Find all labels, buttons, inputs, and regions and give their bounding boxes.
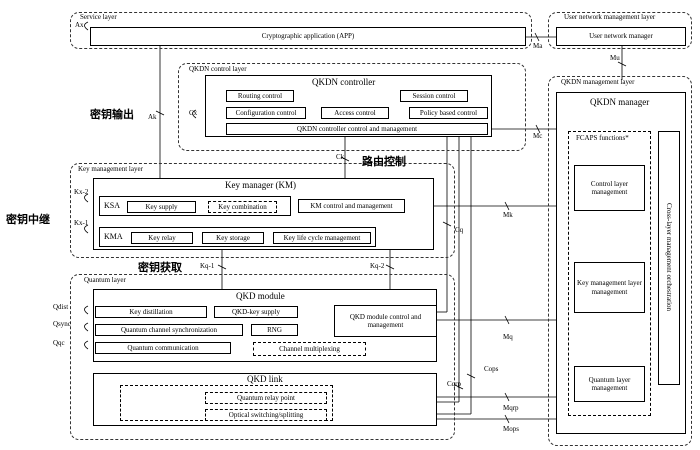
ref-mqrp: Mqrp	[503, 404, 519, 412]
cryptographic-app-box: Cryptographic application (APP)	[90, 27, 526, 46]
qkdn-control-layer	[178, 63, 526, 151]
km-control-mgmt-box: KM control and management	[298, 199, 405, 213]
access-control-box: Access control	[321, 107, 389, 119]
ref-kq2: Kq-2	[370, 262, 385, 270]
key-combination-box: Key combination	[208, 201, 277, 213]
ref-qdist: Qdist	[53, 303, 69, 311]
optical-switching-box: Optical switching/splitting	[205, 409, 327, 421]
key-lifecycle-box: Key life cycle management	[273, 232, 371, 244]
ref-qsync: Qsync	[53, 320, 71, 328]
ref-mops: Mops	[503, 425, 519, 433]
qkdn-management-layer-label: QKDN management layer	[561, 78, 635, 86]
ref-mq: Mq	[503, 333, 513, 341]
ref-mu: Mu	[610, 54, 620, 62]
ref-ak: Ak	[148, 113, 157, 121]
annotation-key-output: 密钥输出	[90, 108, 134, 121]
ref-cx: Cx	[189, 109, 198, 117]
user-network-layer	[548, 12, 692, 49]
quantum-relay-point-box: Quantum relay point	[205, 392, 327, 404]
key-supply-box: Key supply	[127, 201, 196, 213]
controller-mgmt-box: QKDN controller control and management	[226, 123, 488, 135]
ref-cops: Cops	[484, 365, 499, 373]
qkdn-manager-title: QKDN manager	[590, 97, 650, 107]
ksa-label: KSA	[104, 201, 121, 210]
key-management-layer-label: Key management layer	[78, 165, 143, 173]
ref-ax: Ax	[75, 21, 84, 29]
ref-kq1: Kq-1	[200, 262, 215, 270]
key-layer-mgmt-box: Key management layer management	[574, 262, 645, 313]
annotation-key-relay: 密钥中继	[6, 213, 50, 226]
annotation-key-acquire: 密钥获取	[138, 261, 182, 274]
user-network-manager-box: User network manager	[556, 27, 686, 46]
ref-ma: Ma	[533, 42, 543, 50]
ref-mc: Mc	[533, 132, 543, 140]
service-layer	[70, 12, 532, 49]
qkd-link-title: QKD link	[247, 374, 283, 384]
quantum-layer-label: Quantum layer	[84, 276, 126, 284]
qkdn-management-layer	[548, 76, 692, 446]
kma-label: KMA	[104, 232, 123, 241]
ref-cq: Cq	[455, 226, 464, 234]
rng-box: RNG	[251, 324, 298, 336]
control-layer-mgmt-box: Control layer management	[574, 165, 645, 211]
orchestration-box	[658, 131, 680, 385]
quantum-layer-mgmt-box: Quantum layer management	[574, 366, 645, 402]
key-relay-box: Key relay	[131, 232, 193, 244]
ref-cqrp: Cqrp	[447, 380, 461, 388]
user-network-layer-label: User network management layer	[564, 13, 656, 21]
key-management-layer	[70, 163, 455, 258]
annotation-routing-control: 路由控制	[362, 155, 406, 168]
orchestration-label: Cross-layer management orchestration	[665, 202, 673, 312]
quantum-layer	[70, 274, 455, 440]
ref-ck: Ck	[336, 153, 345, 161]
quantum-communication-box: Quantum communication	[95, 342, 231, 354]
qkdn-controller-title: QKDN controller	[312, 77, 376, 87]
ref-qqc: Qqc	[53, 339, 65, 347]
qkd-key-supply-box: QKD-key supply	[214, 306, 298, 318]
ref-kx1: Kx-1	[74, 219, 89, 227]
session-control-box: Session control	[400, 90, 468, 102]
key-storage-box: Key storage	[202, 232, 264, 244]
routing-control-box: Routing control	[226, 90, 294, 102]
configuration-control-box: Configuration control	[226, 107, 306, 119]
fcaps-label: FCAPS functions*	[576, 134, 629, 142]
ref-kx2: Kx-2	[74, 188, 89, 196]
qkd-module-ctrl-box: QKD module control and management	[334, 305, 437, 337]
ref-mk: Mk	[503, 211, 513, 219]
key-distillation-box: Key distillation	[95, 306, 207, 318]
qkdn-control-layer-label: QKDN control layer	[189, 65, 247, 73]
quantum-sync-box: Quantum channel synchronization	[95, 324, 243, 336]
qkd-module-title: QKD module	[236, 291, 285, 301]
channel-multiplexing-box: Channel multiplexing	[253, 342, 366, 356]
policy-control-box: Policy based control	[409, 107, 488, 119]
service-layer-label: Service layer	[80, 13, 117, 21]
key-manager-title: Key manager (KM)	[225, 180, 296, 190]
